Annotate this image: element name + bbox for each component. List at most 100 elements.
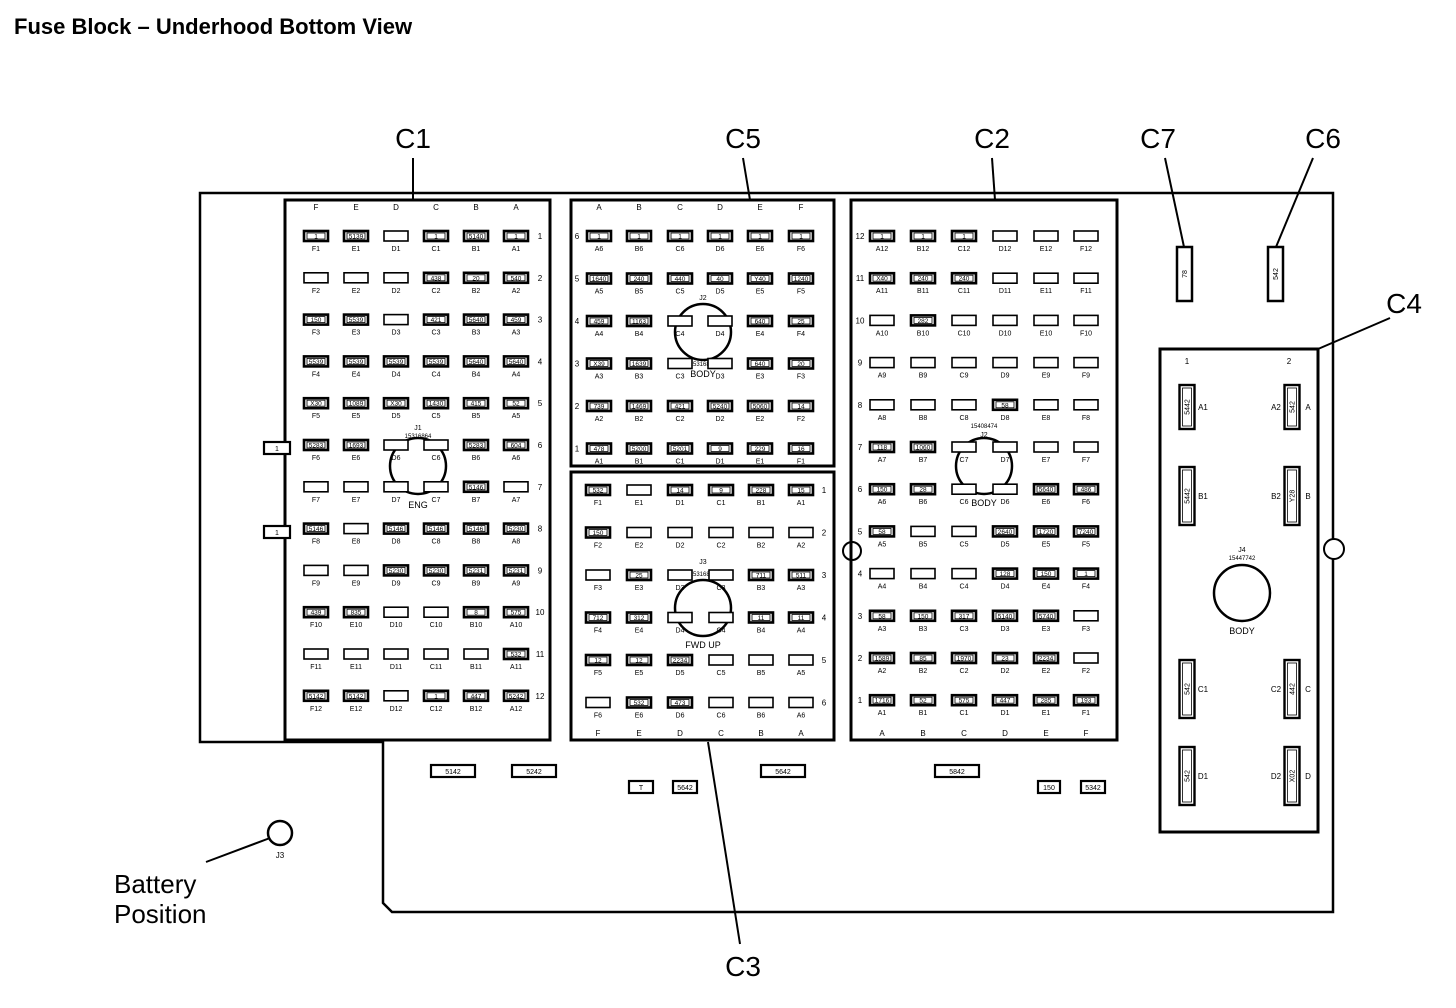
terminal-circuit-box — [872, 612, 892, 620]
terminal-circuit: 1 — [314, 234, 318, 241]
terminal-id: C6 — [717, 713, 726, 720]
terminal-circuit: X02 — [1290, 770, 1297, 783]
terminal-circuit-box — [629, 275, 649, 282]
terminal-id: B6 — [757, 713, 766, 720]
terminal-cavity — [1178, 658, 1196, 720]
terminal-circuit-box — [346, 608, 366, 616]
terminal-cavity — [950, 609, 978, 623]
terminal-circuit-box — [306, 525, 326, 532]
terminal-cavity — [706, 229, 734, 243]
terminal-circuit-box — [670, 445, 690, 452]
terminal-cavity — [1033, 272, 1059, 285]
terminal-cavity — [707, 483, 735, 497]
terminal-id: B3 — [472, 330, 481, 337]
terminal-cavity — [342, 355, 370, 368]
terminal-cavity — [909, 693, 937, 707]
terminal-cavity — [462, 605, 490, 619]
terminal-id: B2 — [635, 416, 644, 423]
terminal-id: E7 — [352, 497, 361, 504]
terminal-circuit: 23 — [1001, 656, 1009, 663]
terminal-cavity — [503, 480, 529, 493]
terminal-circuit-box — [1076, 485, 1096, 493]
row-label: 3 — [575, 360, 580, 369]
row-label: 8 — [858, 401, 863, 410]
terminal-cavity — [302, 229, 330, 243]
terminal-id: B4 — [757, 628, 766, 635]
terminal-circuit: 1 — [799, 234, 803, 241]
terminal-circuit-box — [913, 612, 933, 620]
terminal-id: C2 — [676, 416, 685, 423]
terminal-cavity — [383, 313, 409, 326]
terminal-circuit: 439 — [311, 610, 322, 617]
terminal-circuit: 20 — [797, 361, 805, 368]
terminal-circuit-box — [466, 232, 486, 240]
terminal-circuit: 575 — [511, 610, 522, 617]
battery-label-line2: Position — [114, 899, 207, 929]
terminal-circuit: 1469 — [632, 404, 647, 411]
terminal-cavity — [746, 272, 774, 285]
terminal-cavity — [342, 438, 370, 452]
terminal-circuit-box — [872, 232, 892, 240]
terminal-cavity — [1032, 651, 1060, 665]
terminal-circuit-box — [426, 232, 446, 240]
loose-terminal-circuit: 5242 — [526, 769, 542, 776]
terminal-cavity — [302, 355, 330, 368]
terminal-id: E3 — [352, 330, 361, 337]
terminal-cavity — [342, 396, 370, 410]
connector-c3-part: 15316809 — [690, 572, 717, 578]
terminal-id: B5 — [919, 541, 928, 548]
terminal-cavity — [585, 696, 611, 709]
terminal-cavity — [342, 605, 370, 619]
terminal-id: A1 — [878, 710, 887, 717]
terminal-circuit: 5539 — [349, 317, 364, 324]
terminal-cavity — [1032, 693, 1060, 707]
terminal-id: E1 — [756, 459, 765, 466]
column-header: E — [1043, 729, 1048, 738]
terminal-id: B7 — [919, 457, 928, 464]
terminal-id: C11 — [430, 664, 442, 671]
terminal-cavity — [991, 398, 1019, 412]
terminal-circuit-box — [588, 529, 608, 536]
terminal-circuit: 1 — [962, 234, 966, 241]
terminal-id: D1 — [716, 459, 725, 466]
terminal-circuit-box — [872, 696, 892, 704]
terminal-cavity — [708, 654, 734, 666]
terminal-id: D1 — [1001, 710, 1010, 717]
terminal-id: B3 — [757, 585, 766, 592]
terminal-circuit: 440 — [675, 276, 686, 283]
connector-c1-outline — [283, 198, 552, 742]
terminal-circuit-box — [670, 656, 690, 664]
terminal-circuit-box — [426, 567, 446, 574]
terminal-cavity — [1073, 356, 1099, 369]
terminal-cavity — [910, 525, 936, 538]
terminal-circuit-box — [954, 612, 974, 620]
terminal-circuit: 5231 — [509, 568, 524, 575]
terminal-cavity — [1033, 356, 1059, 369]
column-header: D — [393, 203, 399, 212]
column-header: E — [636, 729, 641, 738]
terminal-circuit: 58 — [878, 613, 886, 620]
terminal-circuit-box — [1076, 570, 1096, 577]
terminal-id: F4 — [594, 628, 602, 635]
terminal-cavity — [625, 399, 653, 413]
terminal-id: A6 — [797, 713, 806, 720]
terminal-circuit: 5060 — [753, 404, 768, 411]
connector-c2-outline — [849, 198, 1119, 742]
terminal-id: D3 — [676, 585, 685, 592]
terminal-id: C2 — [960, 668, 969, 675]
terminal-circuit-box — [466, 399, 486, 407]
terminal-id: E2 — [635, 543, 644, 550]
terminal-cavity — [666, 696, 694, 709]
terminal-circuit: 40 — [716, 276, 724, 283]
terminal-cavity — [625, 611, 653, 624]
terminal-id: E6 — [352, 455, 361, 462]
terminal-cavity — [950, 271, 978, 285]
terminal-id: A11 — [876, 288, 888, 295]
terminal-cavity — [625, 653, 653, 667]
terminal-cavity — [909, 609, 937, 623]
terminal-circuit: 282 — [918, 318, 929, 325]
terminal-id: A2 — [595, 416, 604, 423]
terminal-id: D3 — [392, 330, 401, 337]
terminal-cavity — [951, 567, 977, 580]
connector-c1-name: ENG — [408, 500, 428, 510]
